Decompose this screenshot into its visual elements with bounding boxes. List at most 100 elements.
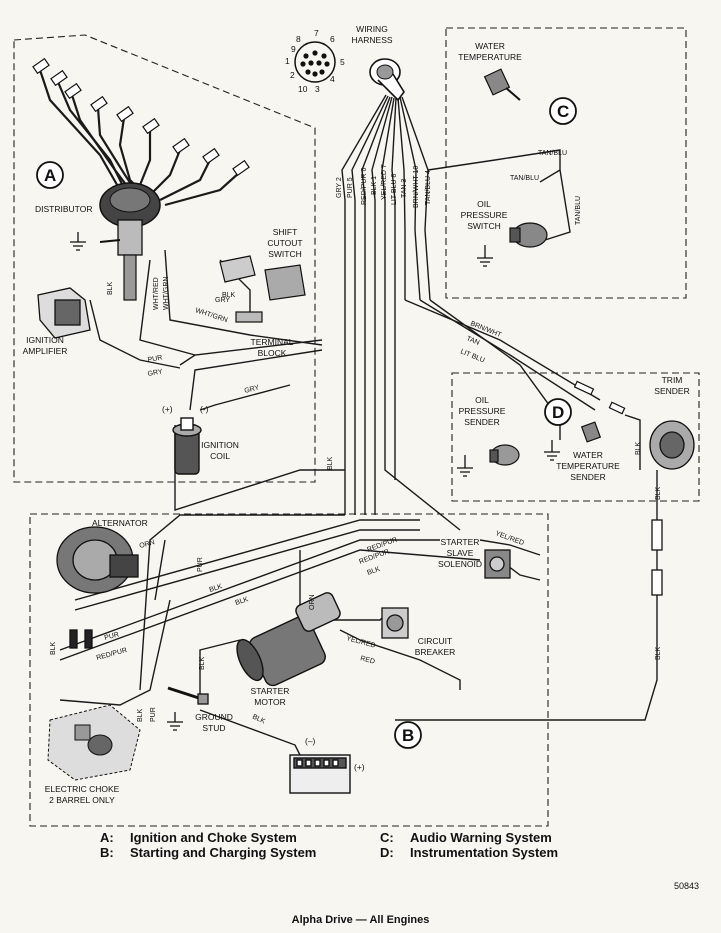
section-a-letter: A — [44, 166, 56, 185]
ground-symbol-distributor — [70, 232, 86, 251]
wire-label-gry2: GRY 2 — [336, 177, 343, 198]
wire-label-orn-b2: ORN — [309, 594, 316, 610]
distributor-label: DISTRIBUTOR — [35, 204, 92, 214]
wiring-harness-connector — [369, 58, 405, 102]
wire-label-whtgrn-a: WHT/GRN — [163, 277, 170, 310]
coil-negative-label: (-) — [200, 404, 209, 414]
ground-symbol-oil-switch — [477, 245, 493, 267]
pin-1-label: 1 — [285, 56, 290, 66]
distributor — [99, 182, 161, 301]
wire-label-litblu8: LIT BLU 8 — [391, 174, 398, 205]
section-c-badge — [549, 97, 577, 125]
wire-label-blk-center: BLK — [327, 456, 334, 470]
wire-label-pur5: PUR 5 — [347, 177, 354, 198]
wire-label-blk1: BLK 1 — [371, 176, 378, 195]
wire-label-tanblu-c2: TAN/BLU — [510, 175, 539, 182]
legend-text: Audio Warning System — [410, 830, 552, 845]
pin-8-label: 8 — [296, 34, 301, 44]
wire-label-blk-b3: BLK — [234, 596, 249, 607]
wire-label-litblu: LIT BLU — [459, 348, 485, 364]
section-d-boundary — [451, 372, 700, 502]
wire-label-pur-a: PUR — [147, 355, 163, 364]
wire-label-redpur6: RED/PUR 6 — [361, 168, 368, 205]
legend-key: A: — [100, 830, 114, 845]
wire-label-blk-a: BLK — [107, 281, 114, 295]
wire-label-blk-d3: BLK — [655, 646, 662, 660]
wire-label-blk-a2: BLK — [222, 292, 236, 299]
pin-5-label: 5 — [340, 57, 345, 67]
section-c-boundary — [445, 27, 687, 299]
pin-6-label: 6 — [330, 34, 335, 44]
wire-label-tan3: TAN 3 — [401, 179, 408, 198]
starter-motor — [236, 592, 341, 687]
ground-symbol-stud — [167, 712, 183, 731]
section-d-letter: D — [552, 403, 564, 422]
wire-label-whtred: WHT/RED — [153, 277, 160, 310]
wire-label-blk-b2: BLK — [208, 583, 223, 594]
legend-key: D: — [380, 845, 394, 860]
legend-item-b: B: Starting and Charging System — [100, 845, 380, 860]
ignition-amplifier — [37, 287, 91, 339]
wire-label-blk-b6: BLK — [199, 656, 206, 670]
section-a-boundary — [13, 34, 316, 483]
wire-label-pur-b3: PUR — [150, 707, 157, 722]
legend-text: Ignition and Choke System — [130, 830, 297, 845]
legend-item-a: A: Ignition and Choke System — [100, 830, 380, 845]
circuit-breaker — [381, 607, 409, 639]
pin-9-label: 9 — [291, 44, 296, 54]
section-b-badge — [394, 721, 422, 749]
section-c-letter: C — [557, 102, 569, 121]
ignition-coil — [172, 417, 202, 475]
wire-label-pur-b2: PUR — [104, 631, 120, 642]
ground-symbol-oil-sender — [457, 455, 473, 477]
harness-wire-labels: GRY 2 PUR 5 RED/PUR 6 BLK 1 YEL/RED 7 LI… — [336, 164, 432, 208]
section-b-letter: B — [402, 726, 414, 745]
wire-label-brnwht10: BRN/WHT 10 — [413, 166, 420, 208]
section-b-boundary — [29, 513, 549, 827]
oil-pressure-sender — [489, 444, 520, 466]
pin-10-label: 10 — [298, 84, 308, 94]
legend-item-d: D: Instrumentation System — [380, 845, 660, 860]
wire-label-blk-d1: BLK — [635, 441, 642, 455]
wire-label-gry-a1: GRY — [215, 297, 230, 304]
wire-label-red-b: RED — [359, 655, 375, 666]
water-temperature-switch — [483, 68, 521, 101]
wire-label-gry-a2: GRY — [147, 368, 163, 378]
system-legend: A: Ignition and Choke System C: Audio Wa… — [100, 830, 660, 860]
wire-label-tanblu-c1: TAN/BLU — [538, 150, 567, 157]
ground-symbol-water-sender — [544, 440, 560, 461]
wire-label-blk-b7: BLK — [251, 713, 266, 725]
pin-2-label: 2 — [290, 70, 295, 80]
battery-negative-label: (–) — [305, 736, 316, 746]
connector-pin-diagram: 1 2 3 4 5 6 7 8 9 10 — [285, 28, 345, 94]
wire-label-blk-d2: BLK — [655, 486, 662, 500]
pin-4-label: 4 — [330, 74, 335, 84]
wire-label-tanblu-c3: TAN/BLU — [575, 196, 582, 225]
pin-3-label: 3 — [315, 84, 320, 94]
figure-number: 50843 — [674, 881, 700, 891]
wire-label-blk-b1: BLK — [366, 566, 381, 577]
wire-label-blk-b5: BLK — [137, 708, 144, 722]
water-temperature-sender — [580, 421, 602, 443]
oil-pressure-switch — [509, 222, 548, 248]
wire-label-yelred7: YEL/RED 7 — [381, 164, 388, 200]
wire-label-gry-a3: GRY — [244, 384, 261, 395]
legend-item-c: C: Audio Warning System — [380, 830, 660, 845]
trim-sender — [649, 420, 695, 596]
wire-label-orn-b1: ORN — [139, 539, 156, 550]
